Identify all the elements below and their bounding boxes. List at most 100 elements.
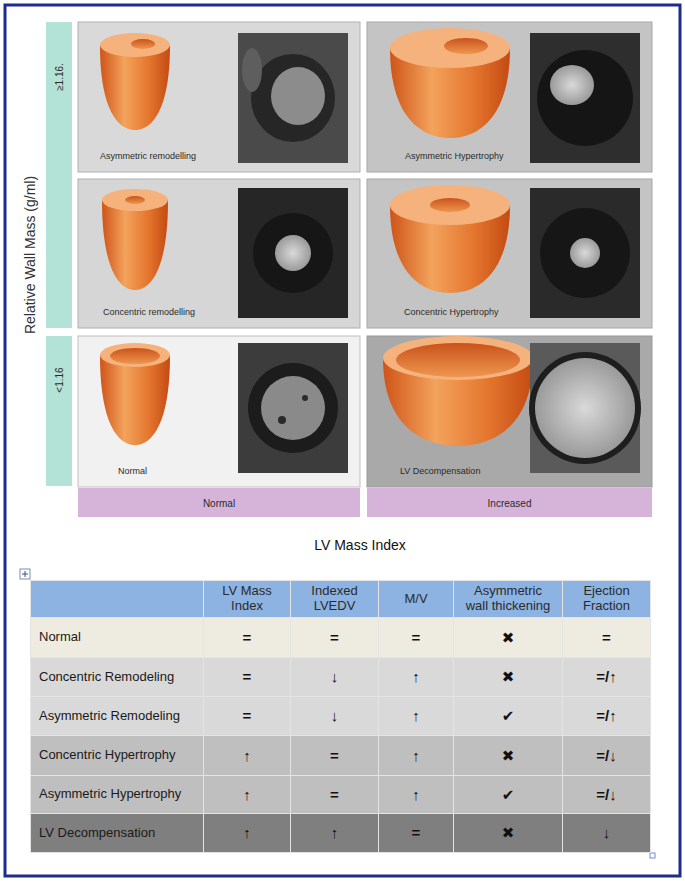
ratio-band: ≥1.16. xyxy=(46,22,72,328)
value-cell-text: ✔ xyxy=(454,707,562,724)
value-cell-text: ✔ xyxy=(454,786,562,803)
value-cell-text: ↓ xyxy=(563,824,650,841)
row-label: Normal xyxy=(31,618,204,658)
value-cell: ↑ xyxy=(291,814,379,853)
panel-ground xyxy=(367,179,652,328)
value-cell-text: = xyxy=(379,824,453,841)
value-cell-text: = xyxy=(563,629,650,646)
value-cell: ↑ xyxy=(379,658,454,697)
axis-label: LV Mass Index xyxy=(314,537,406,553)
resize-handle xyxy=(650,853,655,858)
table-handle-icon xyxy=(20,569,30,579)
row-label: Concentric Hypertrophy xyxy=(31,736,204,776)
value-cell: =/↓ xyxy=(563,776,651,814)
header-cell: Indexed LVEDV xyxy=(291,581,379,618)
value-cell-text: ✖ xyxy=(454,629,562,646)
value-cell-text: ↑ xyxy=(379,786,453,803)
value-cell: = xyxy=(291,776,379,814)
value-cell: =/↑ xyxy=(563,697,651,736)
value-cell-text: ✖ xyxy=(454,747,562,764)
value-cell-text: = xyxy=(291,629,378,646)
value-cell: = xyxy=(291,736,379,776)
row-label: Asymmetric Remodeling xyxy=(31,697,204,736)
panel-label: Normal xyxy=(118,466,147,476)
axis-label: Relative Wall Mass (g/ml) xyxy=(22,176,38,334)
row-label: Concentric Remodeling xyxy=(31,658,204,697)
value-cell-text: = xyxy=(379,629,453,646)
value-cell: ↓ xyxy=(291,697,379,736)
band-label: ≥1.16. xyxy=(54,63,65,91)
heart-model xyxy=(100,33,170,130)
heart-model xyxy=(390,185,510,293)
row-label-text: Normal xyxy=(31,630,203,645)
value-cell-text: ↑ xyxy=(379,707,453,724)
row-label-text: Concentric Remodeling xyxy=(31,670,203,685)
band-label: Increased xyxy=(488,497,532,508)
value-cell: = xyxy=(291,618,379,658)
value-cell-text: =/↓ xyxy=(563,786,650,803)
phenotype-panel: Asymmetric remodelling xyxy=(78,22,360,172)
mri-image xyxy=(529,343,641,473)
header-cell-text: LV Mass Index xyxy=(204,584,290,614)
panel-ground xyxy=(78,336,360,487)
row-label-text: Asymmetric Remodeling xyxy=(31,709,203,724)
mass-band: Normal xyxy=(78,488,360,517)
value-cell-text: ↑ xyxy=(379,747,453,764)
phenotype-panel: Asymmetric Hypertrophy xyxy=(367,22,652,172)
value-cell: ✖ xyxy=(454,736,563,776)
value-cell: ↑ xyxy=(204,736,291,776)
row-label-text: Concentric Hypertrophy xyxy=(31,748,203,763)
mri-image xyxy=(238,343,348,473)
header-cell xyxy=(31,581,204,618)
value-cell: ✖ xyxy=(454,814,563,853)
value-cell: ↑ xyxy=(379,697,454,736)
value-cell-text: =/↑ xyxy=(563,707,650,724)
value-cell: ✔ xyxy=(454,697,563,736)
value-cell: =/↓ xyxy=(563,736,651,776)
phenotype-panel: Concentric remodelling xyxy=(78,179,360,328)
value-cell-text: ↑ xyxy=(204,786,290,803)
value-cell: ✖ xyxy=(454,618,563,658)
value-cell: ↑ xyxy=(204,776,291,814)
summary-table: LV Mass IndexIndexed LVEDVM/V Asymmetric … xyxy=(30,580,651,853)
header-cell: M/V xyxy=(379,581,454,618)
heart-model xyxy=(100,343,170,445)
value-cell-text: ↓ xyxy=(291,668,378,685)
mass-band: Increased xyxy=(367,488,652,517)
value-cell-text: ✖ xyxy=(454,824,562,841)
panel-ground xyxy=(78,179,360,328)
row-label-text: Asymmetric Hypertrophy xyxy=(31,787,203,802)
panel-label: LV Decompensation xyxy=(400,466,480,476)
value-cell-text: =/↑ xyxy=(563,668,650,685)
header-cell-text: Ejection Fraction xyxy=(563,584,650,614)
panel-label: Concentric Hypertrophy xyxy=(404,307,499,317)
value-cell-text: ✖ xyxy=(454,668,562,685)
panel-label: Asymmetric Hypertrophy xyxy=(405,151,504,161)
value-cell: = xyxy=(379,618,454,658)
value-cell-text: ↑ xyxy=(291,824,378,841)
value-cell-text: = xyxy=(204,707,290,724)
value-cell: ↑ xyxy=(379,736,454,776)
value-cell: ↓ xyxy=(291,658,379,697)
row-label: LV Decompensation xyxy=(31,814,204,853)
panel-label: Asymmetric remodelling xyxy=(100,151,196,161)
phenotype-panel: LV Decompensation xyxy=(367,336,652,487)
value-cell: ↑ xyxy=(204,814,291,853)
value-cell: = xyxy=(204,697,291,736)
phenotype-panel: Normal xyxy=(78,336,360,487)
mri-image xyxy=(530,33,640,163)
value-cell-text: = xyxy=(291,786,378,803)
header-cell-text: M/V xyxy=(379,592,453,607)
header-cell-text: Indexed LVEDV xyxy=(291,584,378,614)
value-cell: ✔ xyxy=(454,776,563,814)
panel-ground xyxy=(367,336,652,487)
heart-model xyxy=(383,336,533,446)
value-cell-text: = xyxy=(291,747,378,764)
mri-image xyxy=(530,188,640,318)
heart-model xyxy=(390,28,510,138)
band-label: <1.16 xyxy=(54,367,65,392)
panel-ground xyxy=(367,22,652,172)
ratio-band: <1.16 xyxy=(46,336,72,486)
value-cell-text: =/↓ xyxy=(563,747,650,764)
value-cell-text: = xyxy=(204,629,290,646)
